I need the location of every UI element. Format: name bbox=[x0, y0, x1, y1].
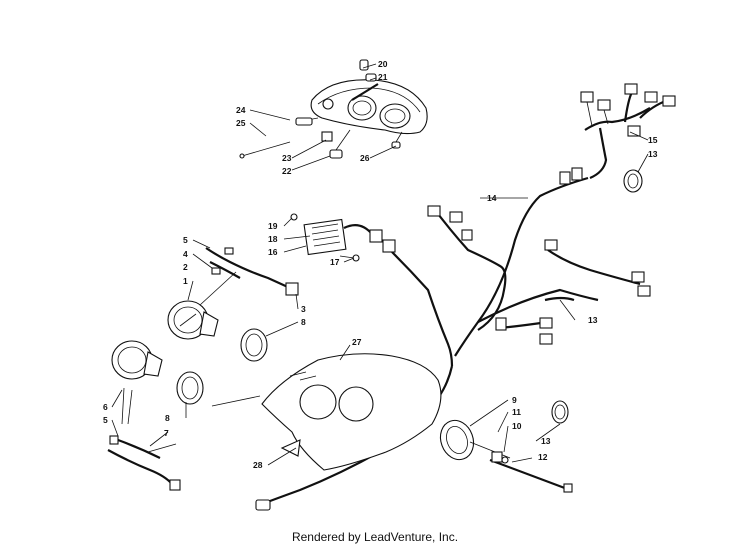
callout-9: 9 bbox=[512, 395, 517, 405]
callout-26: 26 bbox=[360, 153, 370, 163]
callout-19: 19 bbox=[268, 221, 278, 231]
left-gauge-assembly bbox=[167, 247, 299, 362]
callout-5b: 5 bbox=[103, 415, 108, 425]
callout-15: 15 bbox=[648, 135, 658, 145]
tachometer-and-cable bbox=[439, 400, 573, 493]
callout-17: 17 bbox=[330, 257, 340, 267]
callout-7: 7 bbox=[164, 428, 169, 438]
lower-left-gauge-assembly bbox=[107, 340, 204, 491]
callout-13b: 13 bbox=[588, 315, 598, 325]
callout-21: 21 bbox=[378, 72, 388, 82]
callout-13c: 13 bbox=[541, 436, 551, 446]
callout-22: 22 bbox=[282, 166, 292, 176]
callout-5: 5 bbox=[183, 235, 188, 245]
dash-console bbox=[211, 353, 442, 471]
callout-18: 18 bbox=[268, 234, 278, 244]
callout-14: 14 bbox=[487, 193, 497, 203]
callout-24: 24 bbox=[236, 105, 246, 115]
callout-4: 4 bbox=[183, 249, 188, 259]
callout-6: 6 bbox=[103, 402, 108, 412]
callout-25: 25 bbox=[236, 118, 246, 128]
upper-right-harness bbox=[580, 83, 676, 193]
callout-13: 13 bbox=[648, 149, 658, 159]
callout-16: 16 bbox=[268, 247, 278, 257]
callout-20: 20 bbox=[378, 59, 388, 69]
callout-3: 3 bbox=[301, 304, 306, 314]
callout-2: 2 bbox=[183, 262, 188, 272]
callout-10: 10 bbox=[512, 421, 522, 431]
callout-labels: 20 21 24 25 23 22 26 15 13 14 19 18 16 1… bbox=[103, 59, 658, 470]
leader-lines bbox=[111, 63, 649, 466]
callout-27: 27 bbox=[352, 337, 362, 347]
callout-8b: 8 bbox=[165, 413, 170, 423]
callout-12: 12 bbox=[538, 452, 548, 462]
footer-credit: Rendered by LeadVenture, Inc. bbox=[291, 530, 459, 544]
callout-11: 11 bbox=[512, 407, 521, 417]
callout-8: 8 bbox=[301, 317, 306, 327]
upper-instrument-cluster bbox=[239, 59, 428, 159]
callout-28: 28 bbox=[253, 460, 263, 470]
callout-1: 1 bbox=[183, 276, 188, 286]
voltage-regulator bbox=[290, 213, 383, 262]
callout-23: 23 bbox=[282, 153, 292, 163]
